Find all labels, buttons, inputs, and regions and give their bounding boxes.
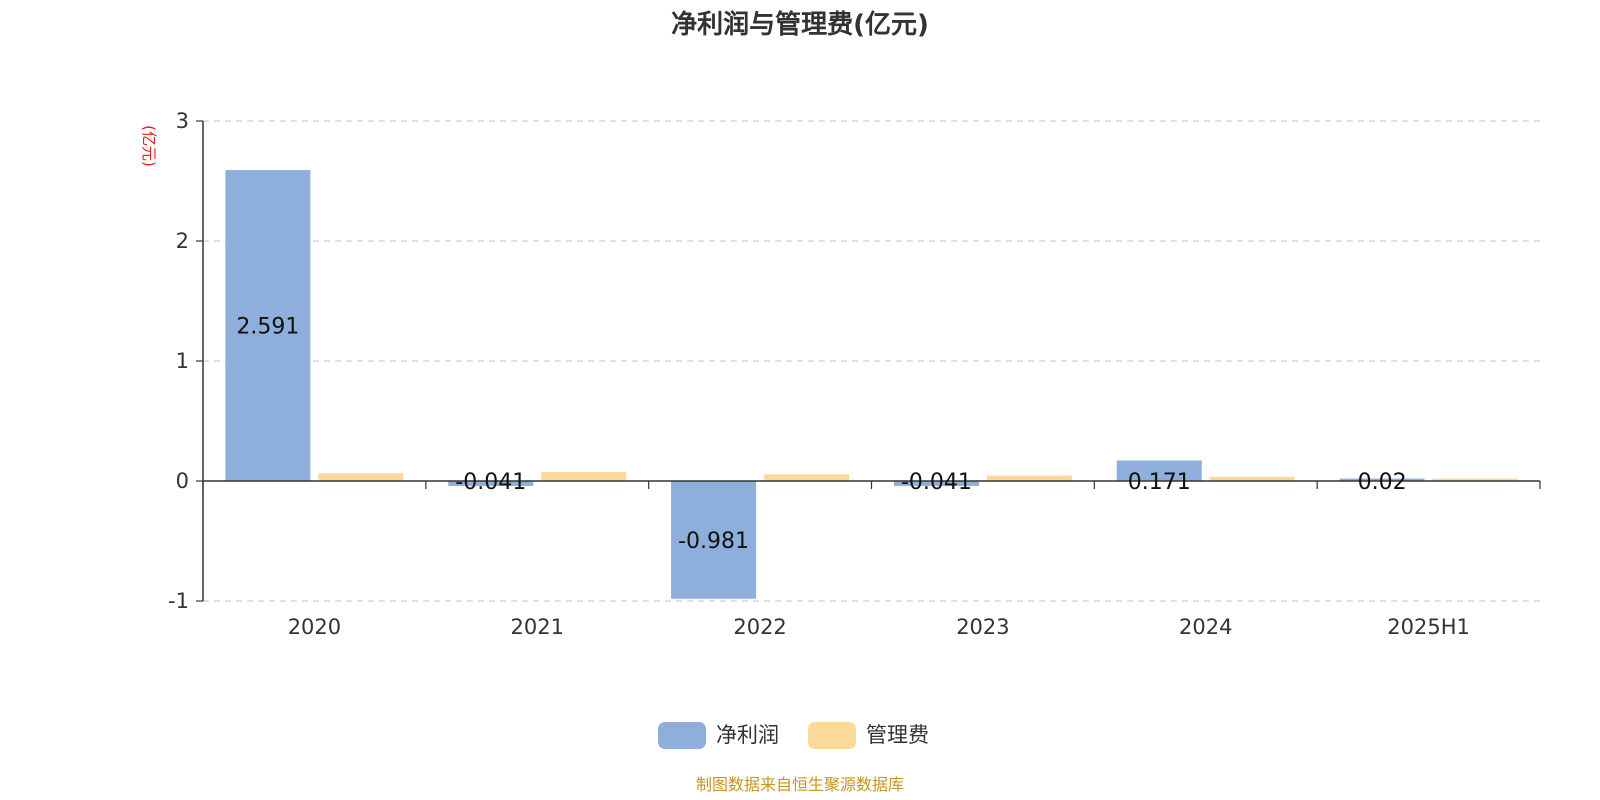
x-tick-label: 2024 — [1179, 615, 1232, 639]
legend: 净利润 管理费 — [658, 722, 929, 749]
bars — [225, 170, 1518, 599]
legend-label: 管理费 — [866, 723, 929, 747]
data-label: -0.041 — [455, 470, 526, 495]
axes: -1 0 1 2 3 2020 2021 2022 2023 2024 2025H1 — [168, 109, 1541, 639]
x-tick-label: 2020 — [288, 615, 341, 639]
data-label: 0.171 — [1128, 470, 1191, 495]
x-tick-label: 2022 — [733, 615, 786, 639]
legend-label: 净利润 — [716, 723, 779, 747]
data-label: -0.981 — [678, 529, 749, 554]
data-labels: 2.591 -0.041 -0.981 -0.041 0.171 0.02 — [236, 315, 1406, 554]
data-label: 2.591 — [236, 315, 299, 340]
y-axis-unit-label: (亿元) — [140, 125, 158, 167]
data-label: -0.041 — [901, 470, 972, 495]
bar-admin-expense — [1432, 478, 1518, 481]
bar-net-profit — [671, 481, 757, 599]
y-tick-label: 3 — [176, 109, 189, 133]
chart-title: 净利润与管理费(亿元) — [671, 9, 929, 40]
bar-admin-expense — [1209, 476, 1295, 481]
y-tick-label: 2 — [176, 229, 189, 253]
grid — [203, 120, 1540, 602]
legend-swatch — [658, 722, 706, 749]
bar-admin-expense — [764, 474, 850, 481]
y-tick-label: -1 — [168, 589, 189, 613]
bar-net-profit — [1116, 460, 1202, 481]
legend-swatch — [808, 722, 856, 749]
y-tick-label: 1 — [176, 349, 189, 373]
bar-net-profit — [893, 481, 979, 486]
bar-net-profit — [1339, 478, 1425, 481]
data-label: 0.02 — [1358, 470, 1407, 495]
source-note: 制图数据来自恒生聚源数据库 — [696, 775, 904, 794]
bar-admin-expense — [986, 475, 1072, 481]
x-tick-label: 2023 — [956, 615, 1009, 639]
y-tick-label: 0 — [176, 469, 189, 493]
bar-net-profit — [448, 481, 534, 486]
x-tick-label: 2021 — [511, 615, 564, 639]
bar-admin-expense — [541, 472, 627, 481]
bar-net-profit — [225, 170, 311, 481]
bar-admin-expense — [318, 473, 404, 481]
x-tick-label: 2025H1 — [1387, 615, 1470, 639]
